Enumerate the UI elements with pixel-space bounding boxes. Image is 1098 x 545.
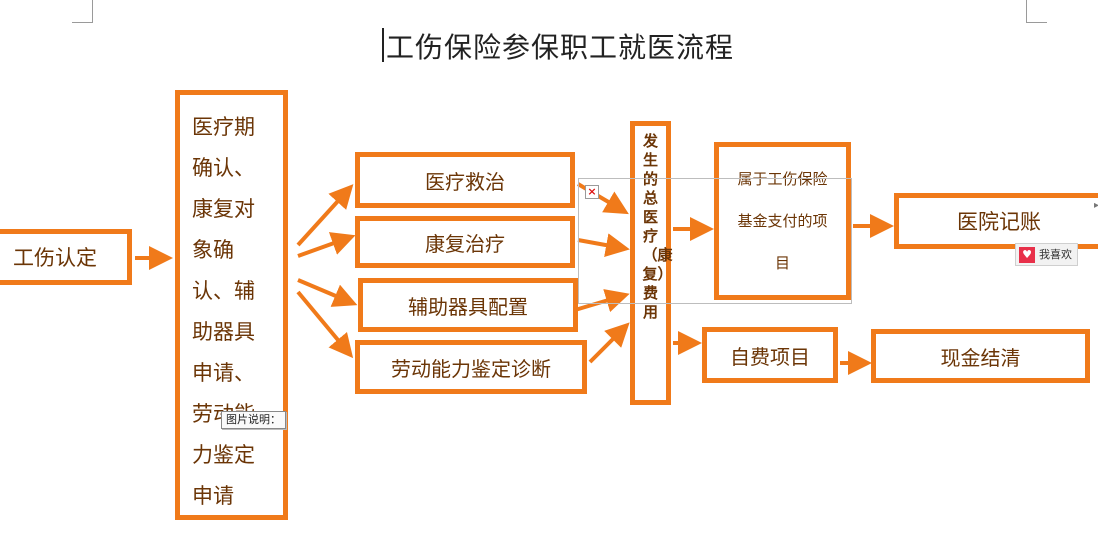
node-label: 辅助器具配置 [408, 294, 528, 319]
text-cursor [382, 28, 384, 62]
arrow-apply-treat [296, 184, 354, 247]
node-label: 康复治疗 [425, 231, 505, 256]
node-label: 医院记账 [957, 210, 1041, 234]
page-corner-mark [1026, 0, 1047, 23]
node-label: 医疗救治 [425, 169, 505, 194]
node-medical-treatment[interactable]: 医疗救治 [355, 152, 575, 208]
node-application[interactable]: 医疗期 确认、 康复对 象确 认、辅 助器具 申请、 劳动能 力鉴定 申请 [175, 90, 288, 520]
heart-icon: ♥ [1019, 246, 1035, 263]
arrow-apply-aids [297, 278, 358, 307]
node-total-costs[interactable]: 发生的总医疗（康复）费用 [630, 121, 673, 405]
node-cash-settlement[interactable]: 现金结清 [871, 329, 1090, 383]
scroll-indicator-icon[interactable]: ▸ [1094, 200, 1098, 211]
node-hospital-account[interactable]: 医院记账 [894, 193, 1098, 249]
node-assistive-devices[interactable]: 辅助器具配置 [358, 278, 578, 332]
node-label: 医疗期 确认、 康复对 象确 认、辅 助器具 申请、 劳动能 力鉴定 申请 [192, 115, 255, 508]
arrow-apply-rehab [297, 232, 356, 258]
close-icon[interactable]: × [585, 185, 599, 199]
node-rehabilitation[interactable]: 康复治疗 [355, 216, 575, 268]
node-label: 自费项目 [730, 344, 810, 369]
image-selection-frame[interactable] [578, 178, 852, 304]
arrow-assess-total [588, 322, 630, 364]
node-capacity-assessment[interactable]: 劳动能力鉴定诊断 [355, 340, 587, 394]
arrow-apply-assess [296, 290, 354, 359]
image-caption-tooltip[interactable]: 图片说明： [221, 411, 286, 429]
node-fund-items[interactable]: 属于工伤保险基金支付的项目 [714, 142, 851, 300]
like-button[interactable]: ♥ 我喜欢 [1015, 243, 1078, 266]
node-label: 属于工伤保险基金支付的项目 [737, 170, 828, 272]
node-label: 劳动能力鉴定诊断 [391, 356, 551, 381]
node-label: 工伤认定 [13, 246, 97, 270]
node-label: 现金结清 [940, 345, 1021, 370]
page-title[interactable]: 工伤保险参保职工就医流程 [386, 31, 735, 64]
page-corner-mark [72, 0, 93, 23]
node-injury-recognition[interactable]: 工伤认定 [0, 229, 132, 285]
node-self-pay[interactable]: 自费项目 [702, 327, 838, 383]
like-label: 我喜欢 [1039, 248, 1072, 261]
arrow-rehab-total [577, 233, 630, 257]
